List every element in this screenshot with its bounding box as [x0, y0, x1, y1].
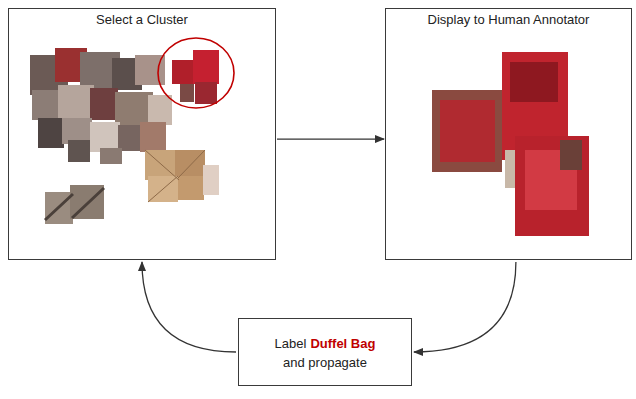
red-cluster	[158, 38, 234, 108]
panel-title: Select a Cluster	[9, 12, 275, 27]
flow-arrow	[142, 262, 236, 352]
diagonal-patches	[45, 185, 104, 224]
process-box: LabelDuffel Bag and propagate	[238, 318, 412, 386]
image-patches	[30, 48, 172, 164]
box-text: and propagate	[239, 354, 411, 373]
panel-box: Select a Cluster	[8, 8, 276, 260]
panel-box: Display to Human Annotator	[385, 8, 632, 260]
flow-arrow	[277, 138, 384, 139]
tan-patches	[145, 150, 219, 202]
annotator-images	[432, 52, 589, 236]
flow-arrow	[414, 262, 516, 352]
box-text: Label	[275, 336, 307, 351]
panel-title: Display to Human Annotator	[386, 12, 631, 27]
class-label: Duffel Bag	[310, 336, 375, 351]
